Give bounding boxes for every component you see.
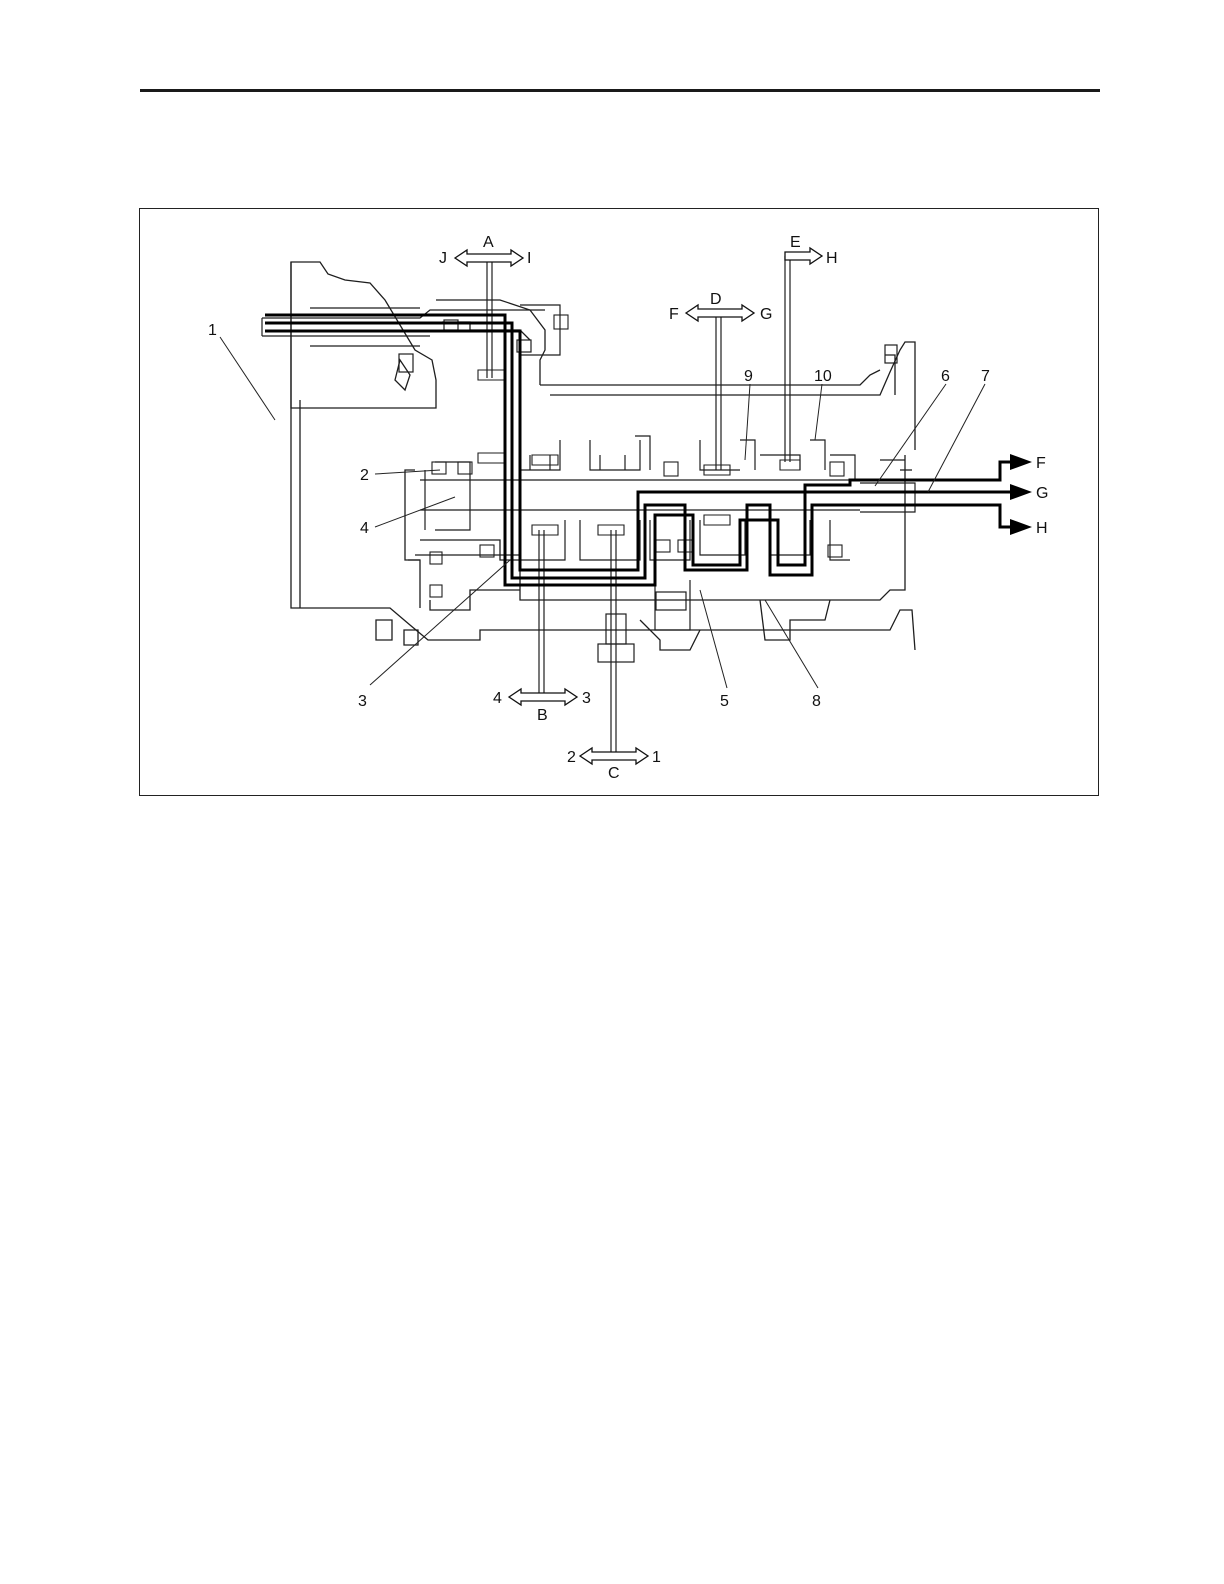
callout-4: 4 [360,520,369,537]
callout-6: 6 [941,368,950,385]
callout-8: 8 [812,693,821,710]
callout-7: 7 [981,368,990,385]
shift-label-d: D [710,291,722,308]
shift-label-f: F [669,306,679,323]
shift-arrow-a [455,250,523,266]
shift-rod-e [785,256,790,462]
shift-label-j: J [439,250,447,267]
shift-label-i: I [527,250,531,267]
shift-label-2: 2 [567,749,576,766]
output-label-g: G [1036,485,1048,502]
shift-label-h: H [826,250,838,267]
callout-9: 9 [744,368,753,385]
shift-label-a: A [483,234,494,251]
callout-5: 5 [720,693,729,710]
shift-label-3: 3 [582,690,591,707]
callout-1: 1 [208,322,217,339]
shift-rod-b [539,530,544,697]
callout-10: 10 [814,368,832,385]
callout-3: 3 [358,693,367,710]
callout-labels: 1 2 3 4 5 6 7 8 9 10 [208,322,990,710]
shift-rod-d [716,313,721,470]
output-arrows [1010,454,1032,535]
shift-arrow-c [580,748,648,764]
shift-rod-c [611,530,616,756]
housing-outline [291,262,915,650]
shift-label-b: B [537,707,548,724]
output-label-h: H [1036,520,1048,537]
shift-label-e: E [790,234,801,251]
callout-2: 2 [360,467,369,484]
shift-label-c: C [608,765,620,782]
power-flow-paths [265,315,1010,585]
output-label-f: F [1036,455,1046,472]
output-arrow-h [1010,519,1032,535]
output-arrow-g [1010,484,1032,500]
output-arrow-f [1010,454,1032,470]
shift-arrow-b [509,689,577,705]
shift-label-4: 4 [493,690,502,707]
shift-label-1: 1 [652,749,661,766]
output-labels: F G H [1036,455,1048,537]
shift-label-g: G [760,306,772,323]
shift-rod-a [487,258,492,378]
